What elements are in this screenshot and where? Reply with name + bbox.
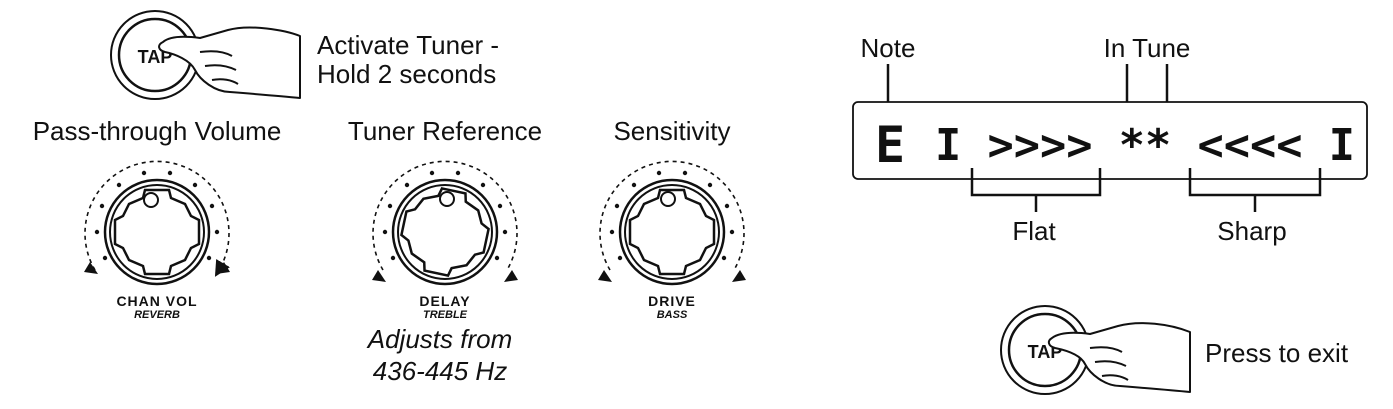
knob-title-sensitivity: Sensitivity: [613, 116, 730, 146]
note-value: E: [875, 116, 905, 174]
activate-tuner-line2: Hold 2 seconds: [317, 59, 496, 89]
knob-sensitivity[interactable]: [599, 160, 745, 286]
knob-main-label-drive: DRIVE: [648, 293, 696, 309]
tuner-reference-note-line1: Adjusts from: [366, 324, 513, 354]
knob-title-tuner-reference: Tuner Reference: [348, 116, 542, 146]
knob-tuner-reference[interactable]: [372, 160, 518, 286]
knob-pass-through-volume[interactable]: [84, 160, 230, 286]
tuner-reference-note-line2: 436-445 Hz: [373, 356, 507, 386]
knob-sub-label-bass: BASS: [657, 309, 688, 321]
tuner-display: E I >>>> ** <<<< I: [852, 101, 1368, 180]
note-label: Note: [861, 33, 916, 63]
knob-sub-label-treble: TREBLE: [423, 309, 468, 321]
knob-sub-label-reverb: REVERB: [134, 309, 180, 321]
knob-main-label-delay: DELAY: [419, 293, 470, 309]
flat-label: Flat: [1012, 216, 1056, 246]
knob-main-label-chan-vol: CHAN VOL: [116, 293, 197, 309]
sharp-label: Sharp: [1217, 216, 1286, 246]
knob-title-pass-through-volume: Pass-through Volume: [33, 116, 282, 146]
hand-exit-icon: [1047, 322, 1191, 393]
activate-tuner-line1: Activate Tuner -: [317, 30, 499, 60]
press-to-exit-text: Press to exit: [1205, 338, 1349, 368]
tuner-segments: I >>>> ** <<<< I: [935, 120, 1355, 171]
in-tune-label: In Tune: [1104, 33, 1191, 63]
tap-button-exit[interactable]: TAP: [1000, 305, 1090, 395]
hand-icon: [158, 26, 301, 99]
